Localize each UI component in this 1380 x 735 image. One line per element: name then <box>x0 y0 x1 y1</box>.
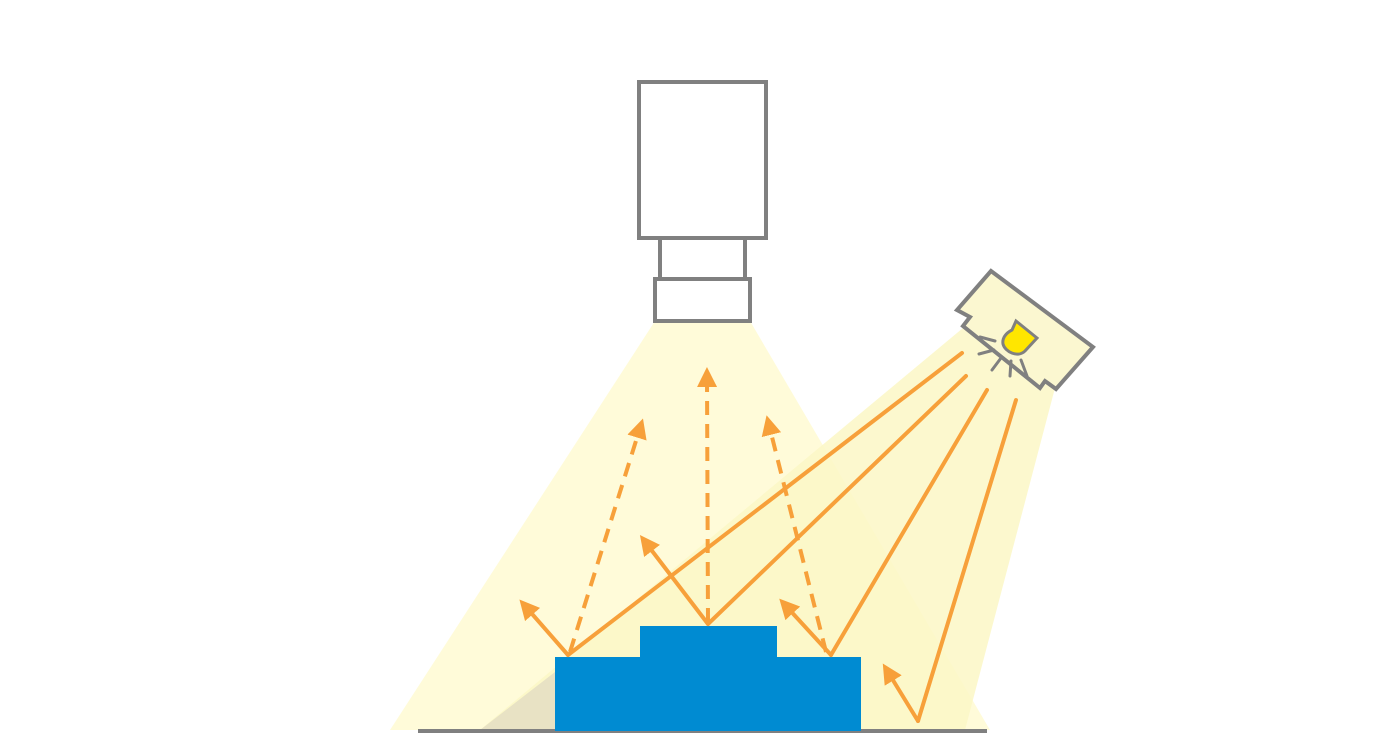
incident-ray-1 <box>566 351 964 657</box>
diffuse-ray-1 <box>568 418 647 653</box>
reflected-ray-4 <box>882 663 920 723</box>
reflected-ray-2 <box>639 535 710 626</box>
diffuse-reflection-rays <box>568 367 828 653</box>
lamp-icon <box>953 268 1096 392</box>
incident-rays <box>566 351 1018 723</box>
incident-ray-4 <box>916 398 1018 723</box>
incident-ray-2 <box>706 374 968 626</box>
camera-lens-mount <box>658 236 747 281</box>
diffuse-ray-2 <box>697 367 718 623</box>
camera-icon <box>637 80 768 323</box>
diffuse-ray-3 <box>761 415 828 653</box>
object-shadow <box>480 672 555 730</box>
lamp-illumination-cone <box>480 318 1055 730</box>
reflected-ray-1 <box>519 599 570 657</box>
bulb-icon <box>1001 318 1040 356</box>
camera-lens <box>653 277 752 323</box>
bulb-glow-lines <box>977 335 1029 378</box>
incident-ray-3 <box>829 388 989 657</box>
inspected-object <box>555 626 861 731</box>
camera-body <box>637 80 768 240</box>
